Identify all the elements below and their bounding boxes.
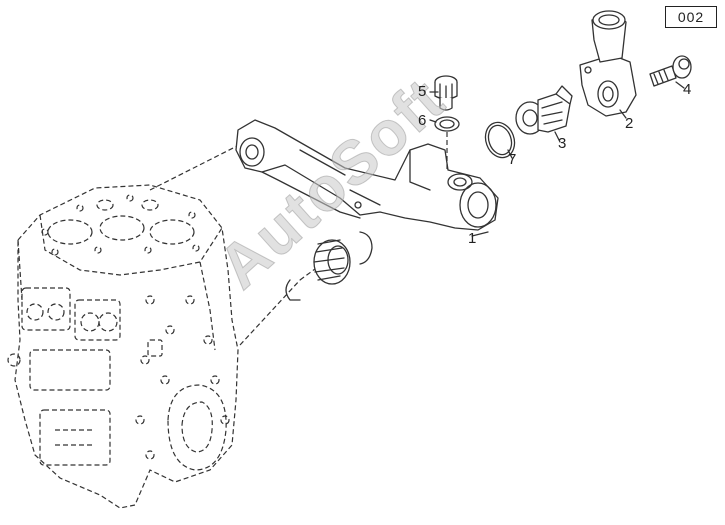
sealing-washer (434, 116, 460, 132)
thermostat (515, 85, 573, 135)
callout-6: 6 (418, 112, 427, 129)
callout-1: 1 (468, 230, 477, 247)
callout-3: 3 (558, 135, 567, 152)
callout-7: 7 (508, 151, 517, 168)
callout-5: 5 (418, 83, 427, 100)
engine-block (7, 184, 239, 509)
plug-screw (434, 75, 458, 111)
callout-4: 4 (683, 81, 692, 98)
callout-leaders (429, 81, 685, 237)
water-outlet-elbow (579, 10, 637, 117)
leader-line-block (149, 141, 246, 191)
bolt (649, 55, 692, 87)
thermostat-housing (235, 119, 499, 231)
gear (285, 231, 373, 301)
callout-2: 2 (625, 115, 634, 132)
reference-code: 002 (665, 6, 717, 28)
o-ring (484, 121, 516, 159)
